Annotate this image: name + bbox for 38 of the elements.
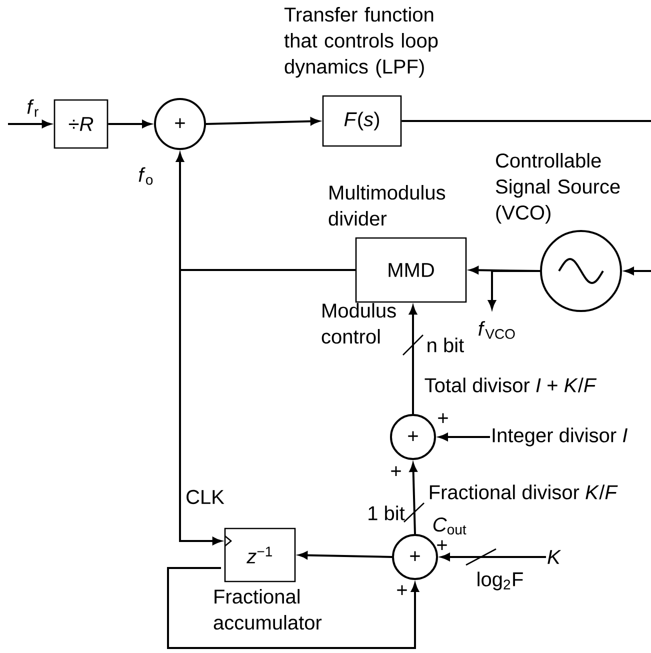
text-label: C$_{out}$: [433, 518, 466, 534]
delay-box: z$^{−1}$: [224, 528, 296, 582]
block-label: Fractional accumulator: [214, 589, 322, 630]
edge-label: CLK: [184, 488, 226, 506]
block-label: Controllable Signal Source (VCO): [496, 153, 620, 224]
arrow: [108, 120, 152, 128]
arrow: [298, 551, 392, 560]
arrow: [409, 463, 418, 534]
input-label: K: [548, 550, 562, 564]
edge-label: f$_{o}$: [136, 166, 156, 186]
arrow: [409, 306, 417, 414]
sign-label: +: [438, 413, 448, 424]
edge-label: f$_{VCO}$: [476, 320, 518, 340]
sign-label: log$_{2}$F: [478, 572, 523, 590]
block-label: Multimodulus divider: [328, 185, 446, 226]
text-label: n bit: [428, 338, 464, 352]
arrow: [440, 553, 546, 561]
sign-label: +: [437, 540, 447, 550]
summing-junction: +: [390, 414, 436, 460]
filter-box: F(s): [322, 95, 402, 147]
edge-label: f$_{r}$: [25, 98, 41, 118]
summing-junction: +: [154, 98, 206, 150]
text-label: Modulus control: [322, 303, 396, 344]
block-label: Transfer function that controls loop dynamics (LPF): [284, 7, 438, 78]
arrow: [206, 117, 320, 126]
arrow: [167, 567, 419, 649]
arrow: [179, 269, 356, 545]
arrow: [625, 267, 651, 275]
edge-label: Fractional divisor K/F: [427, 483, 620, 501]
sign-label: +: [397, 585, 407, 596]
arrow: [439, 433, 490, 441]
arrow: [8, 120, 51, 128]
edge-label: Total divisor I + K/F: [423, 376, 598, 394]
sign-label: 1 bit: [368, 506, 405, 520]
summing-junction: +: [392, 534, 438, 580]
input-label: Integer divisor I: [492, 428, 628, 446]
arrow: [488, 270, 540, 310]
sign-label: +: [391, 466, 401, 476]
